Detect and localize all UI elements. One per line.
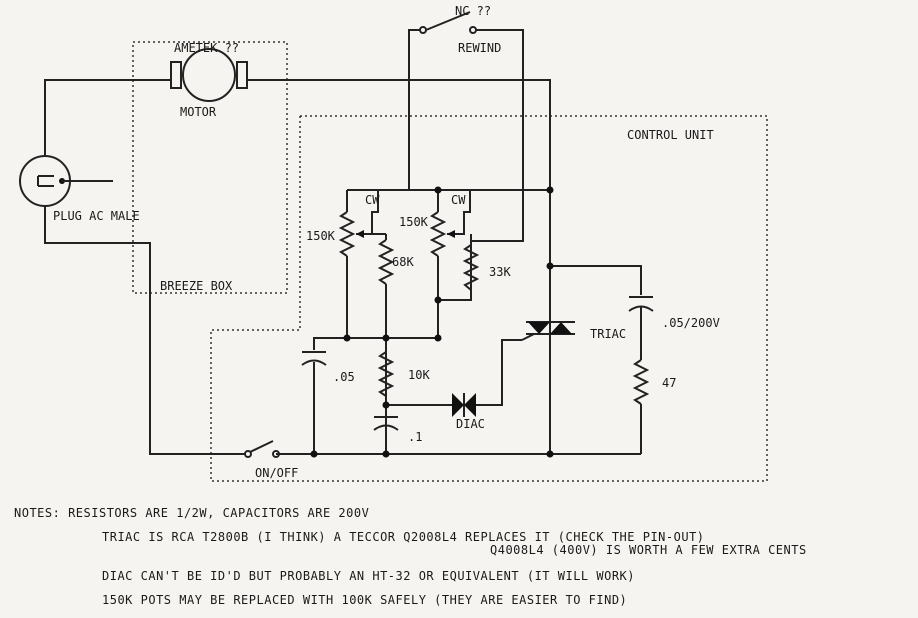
- notes-line-2: TRIAC IS RCA T2800B (I THINK) A TECCOR Q…: [102, 530, 705, 544]
- r10k-label: 10K: [408, 368, 430, 382]
- cap05-label: .05: [333, 370, 355, 384]
- triac-label: TRIAC: [590, 327, 626, 341]
- rewind-switch: [408, 11, 524, 301]
- snubber-network: [550, 265, 654, 454]
- diac-label: DIAC: [456, 417, 485, 431]
- snubber-cap-label: .05/200V: [662, 316, 720, 330]
- timing-network: [301, 337, 522, 454]
- breeze-box-label: BREEZE BOX: [160, 279, 233, 293]
- control-unit-label: CONTROL UNIT: [627, 128, 714, 142]
- pot2-cw-label: CW: [451, 193, 466, 207]
- breeze-box-border: [132, 41, 288, 294]
- junction-dots: [310, 186, 554, 458]
- notes-line-4: DIAC CAN'T BE ID'D BUT PROBABLY AN HT-32…: [102, 569, 635, 583]
- motor-label: MOTOR: [180, 105, 217, 119]
- notes-line-3: Q4008L4 (400V) IS WORTH A FEW EXTRA CENT…: [490, 543, 807, 557]
- r33k-label: 33K: [489, 265, 511, 279]
- rewind-nc-label: NC ??: [455, 4, 491, 18]
- pot2-value-label: 150K: [399, 215, 429, 229]
- on-off-switch: [244, 440, 280, 458]
- triac-icon: [521, 321, 575, 341]
- main-wiring: [44, 79, 641, 455]
- ac-plug-icon: [19, 155, 113, 207]
- notes-line-5: 150K POTS MAY BE REPLACED WITH 100K SAFE…: [102, 593, 627, 607]
- cap1-label: .1: [408, 430, 422, 444]
- plug-label: PLUG AC MALE: [53, 209, 140, 223]
- motor-icon: [170, 48, 248, 102]
- r68k-label: 68K: [392, 255, 414, 269]
- control-unit-border: [210, 115, 768, 482]
- r47-label: 47: [662, 376, 676, 390]
- pot-network: [338, 189, 550, 454]
- rewind-label: REWIND: [458, 41, 501, 55]
- pot1-value-label: 150K: [306, 229, 336, 243]
- motor-brand-label: AMETEK ??: [174, 41, 239, 55]
- notes-line-1: NOTES: RESISTORS ARE 1/2W, CAPACITORS AR…: [14, 506, 369, 520]
- on-off-label: ON/OFF: [255, 466, 298, 480]
- pot1-cw-label: CW: [365, 193, 380, 207]
